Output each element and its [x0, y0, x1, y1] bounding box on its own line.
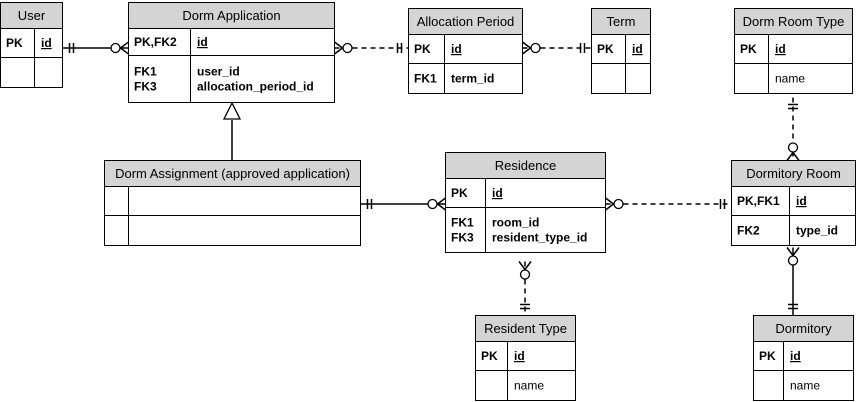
entity-header [591, 8, 651, 35]
attribute-label: name [514, 379, 544, 393]
entity-title: User [18, 8, 46, 23]
entity-title: Residence [495, 158, 556, 173]
attribute-label: resident_type_id [492, 231, 587, 245]
attribute-label: id [775, 42, 786, 56]
relationship-residence-resident-type [518, 261, 532, 316]
attribute-label: id [197, 35, 208, 49]
key-label: PK [451, 186, 468, 200]
attribute-label: name [790, 379, 820, 393]
relationship-residence-dormitory-room [605, 197, 732, 211]
key-label: FK1 [134, 65, 157, 79]
relationship-room-type-dormitory-room [786, 97, 800, 161]
entity-header [128, 2, 335, 29]
inheritance-arrow [222, 101, 242, 161]
attribute-label: id [492, 186, 503, 200]
relationship-dormitory-room-dormitory [786, 247, 800, 316]
relationships [62, 41, 800, 316]
entity-title: Dormitory Room [746, 166, 841, 181]
entity-title: Dorm Application [182, 8, 280, 23]
relationship-allocation-term [522, 41, 592, 55]
entity-title: Resident Type [484, 321, 567, 336]
attribute-label: room_id [492, 216, 539, 230]
key-label: FK3 [451, 231, 474, 245]
entity-header [0, 2, 63, 29]
key-label: PK [481, 349, 498, 363]
key-label: PK [6, 36, 23, 50]
attribute-label: id [514, 349, 525, 363]
entity-title: Allocation Period [417, 14, 515, 29]
entity-header [104, 160, 361, 187]
attribute-label: id [796, 194, 807, 208]
entity-header [753, 315, 854, 342]
attribute-label: name [775, 72, 805, 86]
key-label: PK [740, 42, 757, 56]
entity-title: Dorm Room Type [743, 14, 845, 29]
relationship-user-dorm-application [62, 41, 129, 55]
attribute-label: id [790, 349, 801, 363]
entity-header [445, 152, 606, 179]
entity-title: Dormitory [775, 321, 832, 336]
key-label: FK2 [737, 224, 760, 238]
entity-title: Dorm Assignment (approved application) [115, 166, 350, 181]
attribute-label: id [451, 42, 462, 56]
entity-header [734, 8, 853, 35]
key-label: FK1 [414, 72, 437, 86]
entity-dorm-assignment: Dorm Assignment (approved application) [104, 160, 361, 246]
key-label: FK1 [451, 216, 474, 230]
entity-title: Term [607, 14, 636, 29]
entity-header [475, 315, 576, 342]
attribute-label: type_id [796, 224, 838, 238]
entity-header [408, 8, 523, 35]
attribute-label: id [632, 42, 643, 56]
key-label: PK [414, 42, 431, 56]
relationship-assignment-residence [360, 197, 446, 211]
attribute-label: id [41, 36, 52, 50]
attribute-label: term_id [451, 72, 494, 86]
key-label: PK [597, 42, 614, 56]
key-label: PK [759, 349, 776, 363]
key-label: PK,FK1 [737, 194, 780, 208]
attribute-label: user_id [197, 65, 240, 79]
key-label: FK3 [134, 80, 157, 94]
entity-header [731, 160, 856, 187]
attribute-label: allocation_period_id [197, 80, 314, 94]
key-label: PK,FK2 [134, 35, 177, 49]
relationship-dorm-application-allocation [334, 41, 409, 55]
